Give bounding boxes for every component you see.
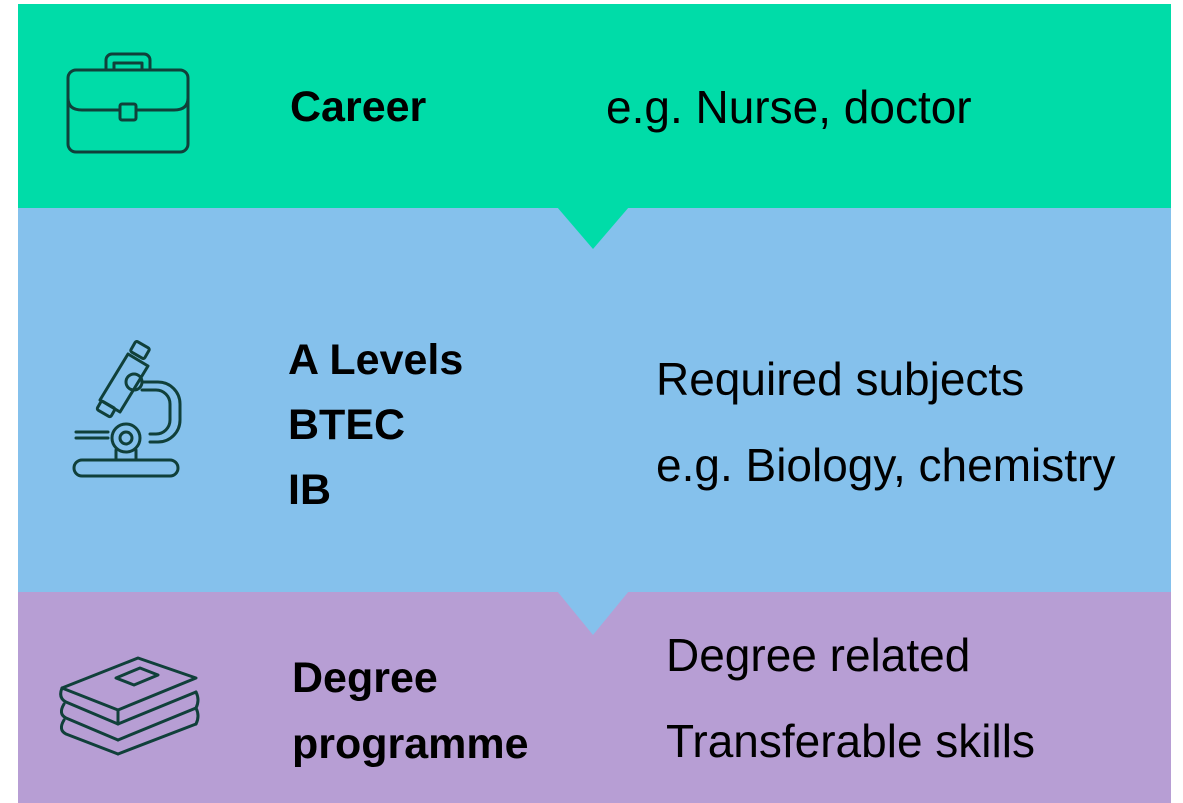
briefcase-icon bbox=[64, 50, 192, 158]
qualification-ib: IB bbox=[288, 466, 331, 514]
arrow-notch-qualifications-to-degree bbox=[557, 591, 629, 635]
books-icon bbox=[58, 652, 200, 756]
microscope-icon bbox=[70, 340, 182, 482]
degree-title-line-1: Degree bbox=[292, 654, 438, 702]
required-subjects-example: e.g. Biology, chemistry bbox=[656, 439, 1116, 491]
qualifications-list: A Levels BTEC IB bbox=[288, 328, 463, 523]
degree-title-line-2: programme bbox=[292, 720, 529, 768]
qualification-btec: BTEC bbox=[288, 401, 406, 449]
qualifications-band bbox=[18, 208, 1171, 594]
career-band bbox=[18, 4, 1171, 210]
degree-title: Degree programme bbox=[292, 645, 529, 777]
transferable-skills-text: Transferable skills bbox=[666, 715, 1035, 767]
arrow-notch-career-to-qualifications bbox=[557, 207, 629, 249]
career-example: e.g. Nurse, doctor bbox=[606, 81, 972, 133]
degree-related-text: Degree related bbox=[666, 629, 971, 681]
qualification-a-levels: A Levels bbox=[288, 336, 464, 384]
required-subjects-label: Required subjects bbox=[656, 353, 1025, 405]
career-title: Career bbox=[290, 83, 427, 131]
